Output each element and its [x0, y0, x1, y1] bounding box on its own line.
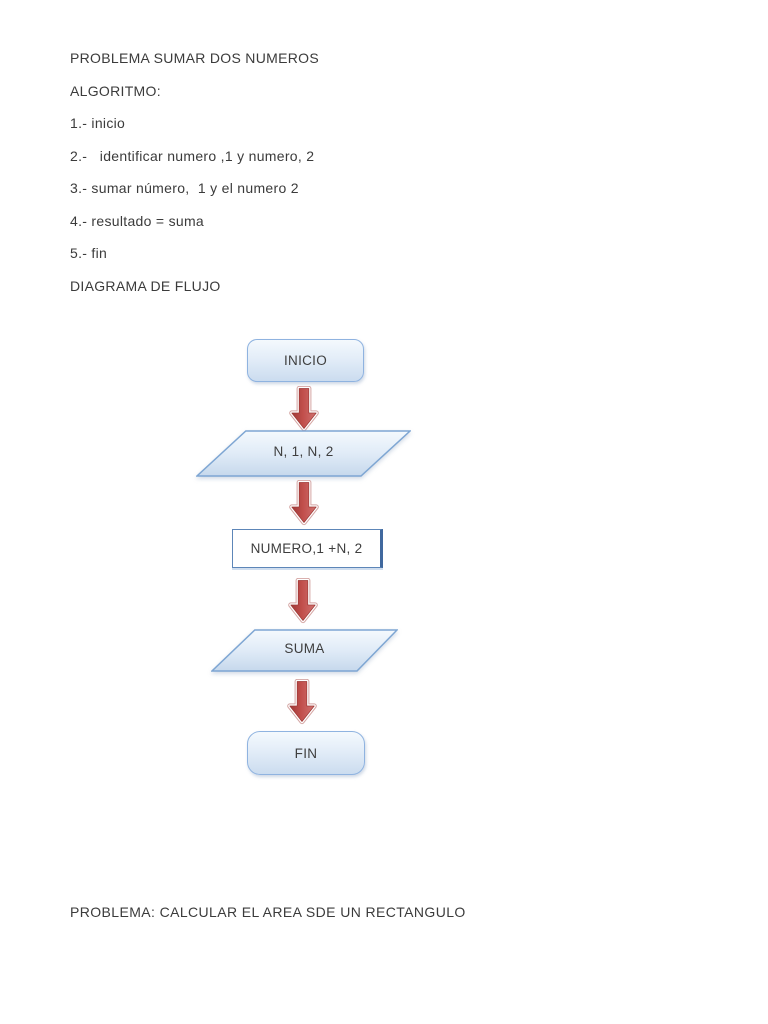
down-arrow-icon	[289, 386, 319, 432]
doc-line-step4: 4.- resultado = suma	[70, 212, 205, 229]
flow-node-fin: FIN	[247, 731, 365, 775]
doc-line-step5: 5.- fin	[70, 245, 108, 261]
doc-line-title: PROBLEMA SUMAR DOS NUMEROS	[70, 50, 319, 66]
flow-node-input: N, 1, N, 2	[196, 430, 411, 477]
down-arrow-icon	[289, 480, 319, 526]
doc-line-step1: 1.- inicio	[70, 115, 126, 131]
doc-line-step3: 3.- sumar número, 1 y el numero 2	[70, 180, 299, 196]
doc-line-problema-rectangulo: PROBLEMA: CALCULAR EL AREA SDE UN RECTAN…	[70, 904, 466, 920]
flow-node-inicio: INICIO	[247, 339, 364, 382]
node-label: N, 1, N, 2	[273, 444, 334, 459]
doc-line-diagrama: DIAGRAMA DE FLUJO	[70, 277, 221, 294]
parallelogram-shape	[196, 430, 411, 477]
flow-node-output: SUMA	[211, 629, 398, 672]
flow-node-process: NUMERO,1 +N, 2	[232, 529, 383, 568]
algorithm-text: PROBLEMA SUMAR DOS NUMEROS ALGORITMO: 1.…	[70, 51, 319, 311]
node-label: SUMA	[284, 641, 325, 656]
doc-line-step2: 2.- identificar numero ,1 y numero, 2	[70, 147, 315, 164]
down-arrow-icon	[287, 679, 317, 725]
down-arrow-icon	[288, 578, 318, 624]
node-label: INICIO	[283, 353, 328, 368]
parallelogram-shape	[211, 629, 398, 672]
node-label: FIN	[294, 745, 318, 761]
node-label: NUMERO,1 +N, 2	[250, 541, 363, 556]
doc-line-algoritmo: ALGORITMO:	[70, 82, 161, 99]
